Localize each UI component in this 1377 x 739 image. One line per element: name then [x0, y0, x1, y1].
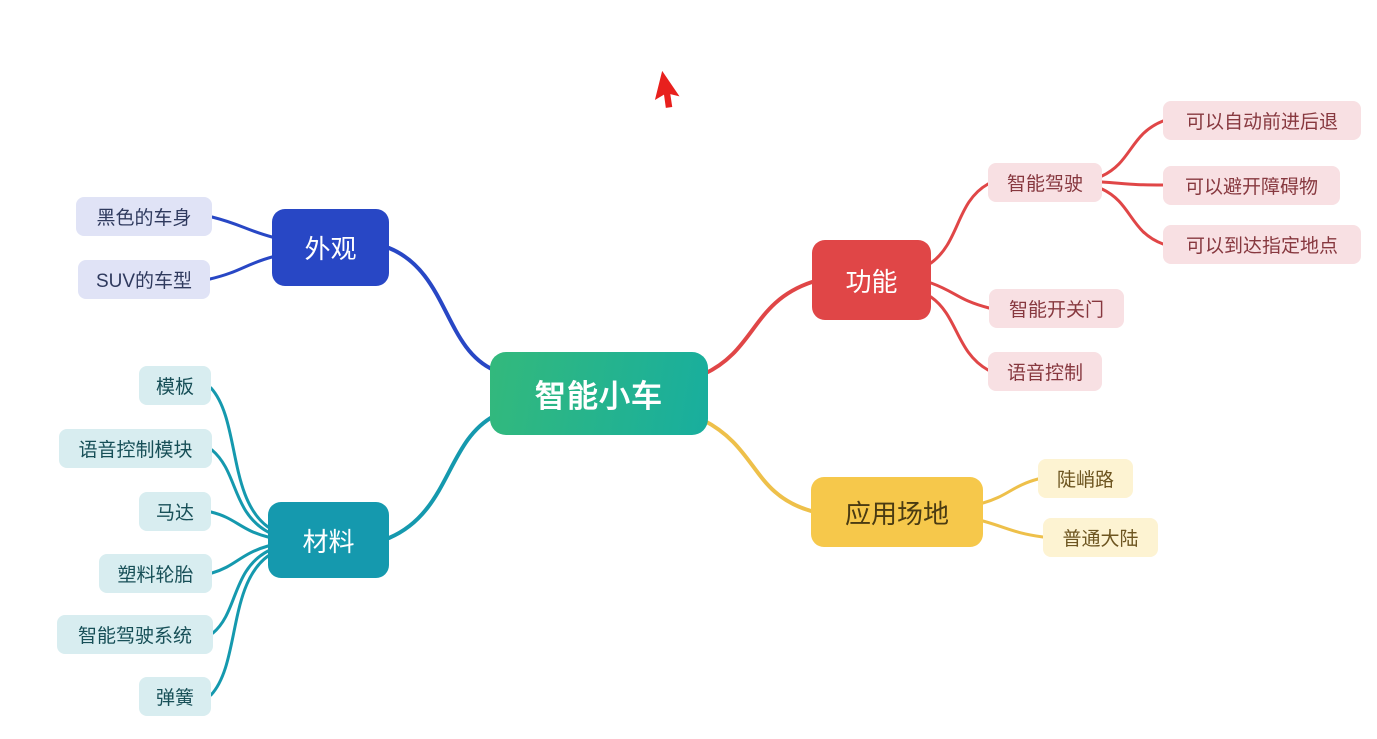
edge-appearance-black-body — [210, 215, 274, 239]
branch-node-appearance[interactable]: 外观 — [272, 209, 389, 286]
edge-materials-tires — [210, 544, 270, 575]
edge-materials-voice-module — [210, 448, 270, 534]
leaf-suv-model[interactable]: SUV的车型 — [78, 260, 210, 299]
leaf-avoid-obstacles[interactable]: 可以避开障碍物 — [1163, 166, 1340, 205]
edge-materials-template — [209, 386, 270, 529]
edge-root-appearance — [387, 246, 496, 372]
edge-driving-reach-destination — [1100, 187, 1165, 246]
branch-node-materials[interactable]: 材料 — [268, 502, 389, 578]
edge-application-ordinary — [981, 519, 1045, 539]
edge-functions-smart-driving — [929, 182, 990, 265]
edge-root-materials — [387, 414, 496, 540]
branch-node-application[interactable]: 应用场地 — [811, 477, 983, 547]
leaf-template[interactable]: 模板 — [139, 366, 211, 405]
edge-functions-smart-doors — [929, 281, 991, 310]
edge-materials-motor — [209, 510, 270, 539]
leaf-ordinary-land[interactable]: 普通大陆 — [1043, 518, 1158, 557]
cursor-icon — [654, 70, 680, 108]
leaf-plastic-tires[interactable]: 塑料轮胎 — [99, 554, 212, 593]
edge-materials-spring — [209, 554, 270, 697]
leaf-spring[interactable]: 弹簧 — [139, 677, 211, 716]
edge-functions-voice-control — [929, 295, 990, 372]
leaf-voice-control[interactable]: 语音控制 — [988, 352, 1102, 391]
leaf-voice-module[interactable]: 语音控制模块 — [59, 429, 212, 468]
edge-driving-avoid-obstacles — [1100, 180, 1165, 187]
leaf-auto-forward-backward[interactable]: 可以自动前进后退 — [1163, 101, 1361, 140]
edge-driving-forward-backward — [1100, 119, 1165, 178]
edge-root-application — [701, 418, 813, 513]
edge-appearance-suv — [208, 255, 274, 281]
central-topic-node[interactable]: 智能小车 — [490, 352, 708, 435]
leaf-smart-drive-system[interactable]: 智能驾驶系统 — [57, 615, 213, 654]
edge-materials-driving-system — [211, 549, 270, 635]
leaf-black-body[interactable]: 黑色的车身 — [76, 197, 212, 236]
subtopic-smart-driving[interactable]: 智能驾驶 — [988, 163, 1102, 202]
edge-root-functions — [702, 280, 814, 376]
leaf-motor[interactable]: 马达 — [139, 492, 211, 531]
branch-node-functions[interactable]: 功能 — [812, 240, 931, 320]
leaf-steep-road[interactable]: 陡峭路 — [1038, 459, 1133, 498]
edge-application-steep-road — [981, 477, 1040, 505]
leaf-smart-doors[interactable]: 智能开关门 — [989, 289, 1124, 328]
leaf-reach-destination[interactable]: 可以到达指定地点 — [1163, 225, 1361, 264]
